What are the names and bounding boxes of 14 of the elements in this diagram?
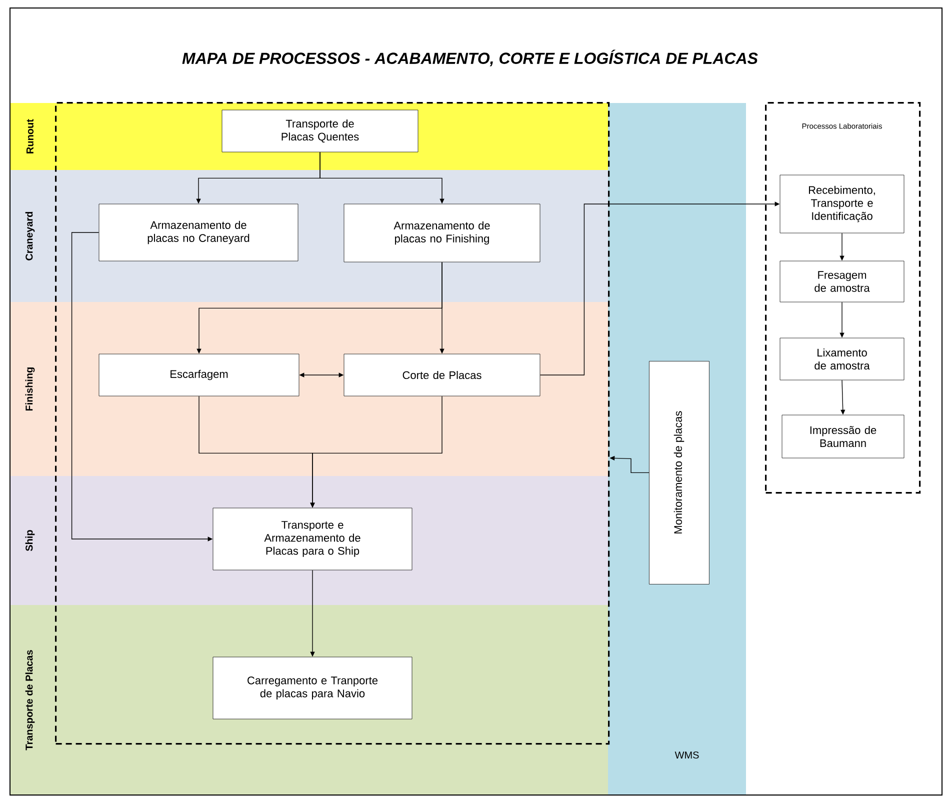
process-box: Impressão de Baumann [782, 414, 904, 458]
process-box: Fresagem de amostra [780, 260, 904, 302]
title: MAPA DE PROCESSOS - ACABAMENTO, CORTE E LOGÍSTICA DE PLACAS [182, 50, 758, 66]
process-box: Armazenamento de placas no Finishing [344, 204, 540, 262]
process-box: Recebimento, Transporte e Identificação [780, 174, 904, 234]
process-box: Monitoramento de placas [649, 361, 710, 584]
process-box: Carregamento e Tranporte de placas para Navio [212, 656, 412, 720]
dashed-region [55, 102, 610, 745]
process-box: Transporte de Placas Quentes [222, 110, 418, 152]
process-box: Lixamento de amostra [780, 338, 904, 380]
process-box: Escarfagem [98, 354, 300, 396]
process-box: Corte de Placas [344, 354, 540, 396]
process-box: Transporte e Armazenamento de Placas para o Ship [212, 508, 412, 570]
process-box: Armazenamento de placas no Craneyard [98, 204, 298, 262]
